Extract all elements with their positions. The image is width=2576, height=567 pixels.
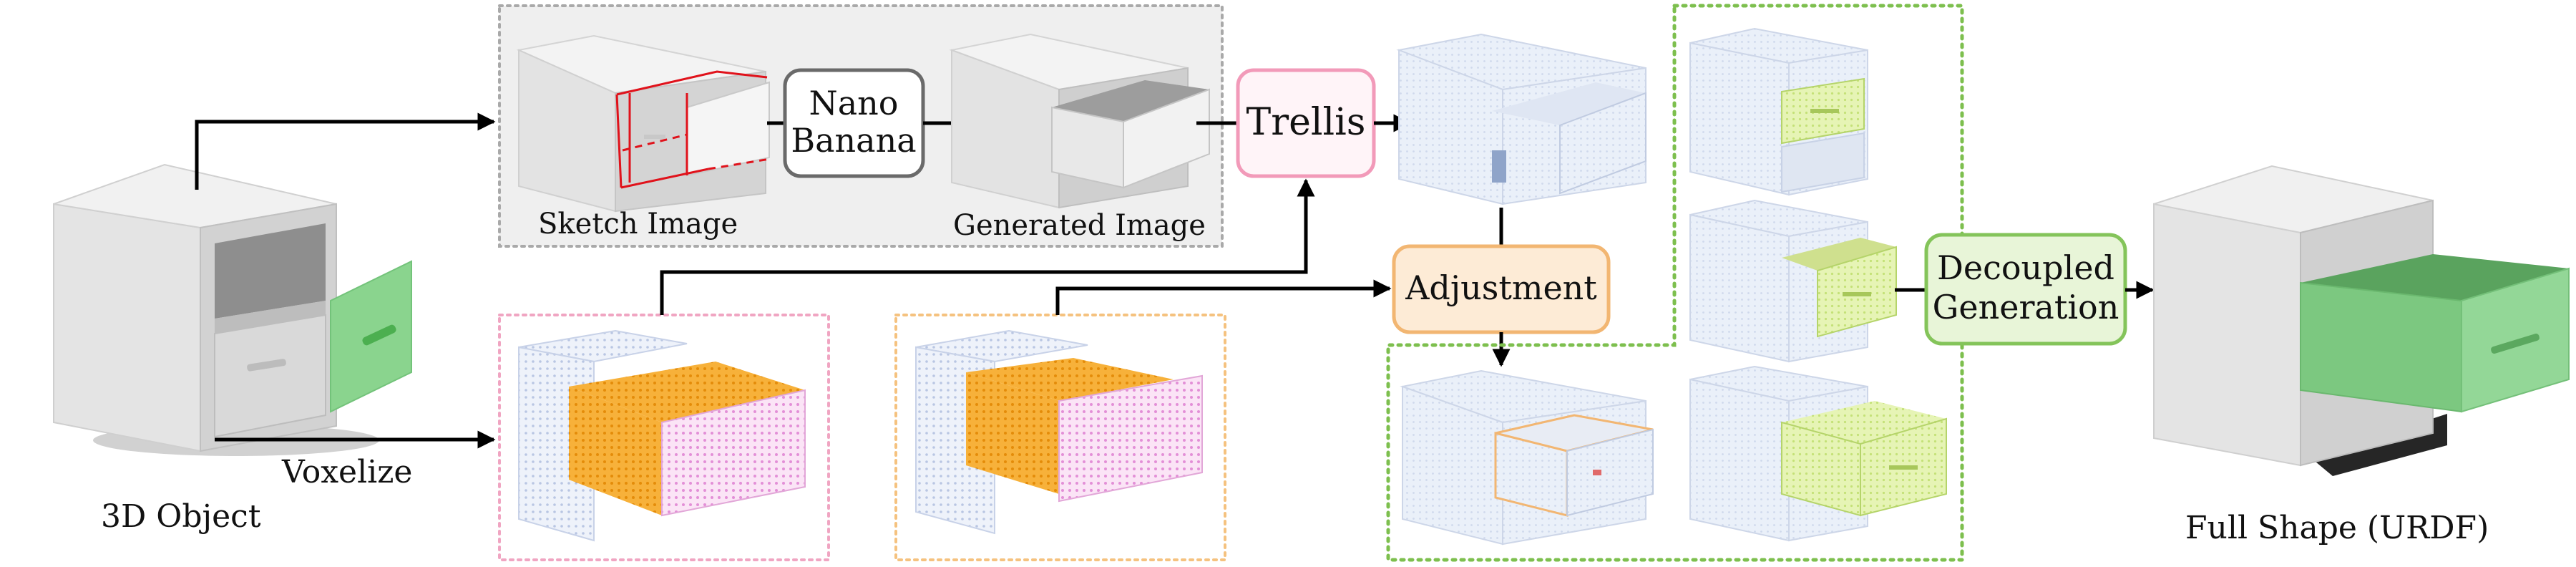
cabinet-opening: [215, 223, 326, 319]
dc1-handle: [1810, 109, 1839, 113]
trellis-output-cabinet: [1396, 33, 1646, 205]
arrow-voxel-to-trellis: [660, 178, 1315, 315]
generated-image: [949, 33, 1210, 209]
cabinet-handle: [247, 359, 286, 372]
nano-banana-label-line2: Banana: [791, 121, 916, 160]
sketch-handle: [644, 135, 665, 139]
voxel-cabinet-orange: [915, 329, 1203, 535]
voxel-pink-drawer-front: [661, 389, 806, 517]
decoupled-cabinet-1: [1689, 27, 1868, 196]
dc2-green-drawer: [1817, 246, 1897, 338]
label-sketch-image: Sketch Image: [538, 208, 738, 241]
full-shape-side: [2153, 203, 2301, 467]
decoupled-cabinet-2: [1689, 199, 1897, 363]
voxel-cabinet-pink: [518, 329, 806, 542]
cabinet-drawer-slot: [214, 314, 326, 438]
cabinet-shelf: [215, 301, 326, 334]
sketch-red-strokes: [615, 70, 771, 189]
dc3-handle: [1889, 465, 1918, 470]
nano-banana-box: Nano Banana: [783, 68, 925, 178]
nano-banana-label-line1: Nano: [809, 84, 899, 122]
sketch-image: [516, 34, 771, 213]
decoupled-label-line2: Generation: [1933, 288, 2119, 326]
dc2-side: [1689, 213, 1790, 363]
trellis-out-drawer-front: [1559, 92, 1646, 195]
decoupled-region: [1386, 4, 1964, 562]
dc2-handle: [1843, 292, 1871, 296]
dc1-side: [1689, 42, 1790, 196]
label-voxelize: Voxelize: [281, 454, 412, 490]
voxel-orange-drawer-front: [1058, 374, 1203, 503]
arrow-object-to-sketch: [195, 112, 496, 190]
full-shape-cabinet: [2153, 165, 2570, 476]
voxel-pink-region: [498, 314, 830, 561]
green-drawer-handle: [362, 324, 396, 346]
full-shape-drawer-side: [2300, 281, 2462, 413]
dc1-lower-drawer: [1781, 132, 1865, 193]
adjusted-cabinet: [1400, 369, 1654, 546]
voxel-orange-drawer-top: [966, 358, 1174, 401]
trellis-label: Trellis: [1246, 101, 1366, 144]
decoupled-label-line1: Decoupled: [1937, 248, 2114, 287]
object-3d-cabinet: [53, 163, 412, 456]
generated-drawer-inside: [1052, 80, 1209, 122]
decoupled-cabinet-3: [1689, 365, 1947, 542]
label-generated-image: Generated Image: [953, 209, 1206, 242]
label-full-shape: Full Shape (URDF): [2185, 510, 2489, 546]
full-shape-drawer-inside: [2301, 254, 2569, 301]
adjusted-handle: [1593, 470, 1601, 475]
full-shape-handle: [2491, 333, 2540, 354]
adjustment-label: Adjustment: [1405, 268, 1597, 307]
adjustment-box: Adjustment: [1392, 244, 1611, 334]
voxel-orange-region: [894, 314, 1226, 561]
cabinet-front-side: [53, 203, 201, 452]
voxel-pink-drawer-side: [569, 387, 662, 515]
trellis-box: Trellis: [1236, 68, 1376, 178]
dc3-side: [1689, 378, 1790, 542]
voxel-pink-drawer-top: [569, 362, 805, 422]
adjusted-drawer-front: [1566, 428, 1654, 517]
arrow-voxel-to-adjustment: [1055, 279, 1392, 315]
trellis-out-drawer-inside: [1492, 82, 1646, 125]
generated-drawer-front: [1123, 88, 1210, 189]
dc2-drawer-inside: [1782, 238, 1896, 271]
trellis-out-detail: [1492, 150, 1506, 183]
label-3d-object: 3D Object: [101, 498, 261, 535]
voxel-orange-drawer-side: [966, 372, 1059, 494]
decoupled-generation-box: Decoupled Generation: [1924, 233, 2127, 346]
